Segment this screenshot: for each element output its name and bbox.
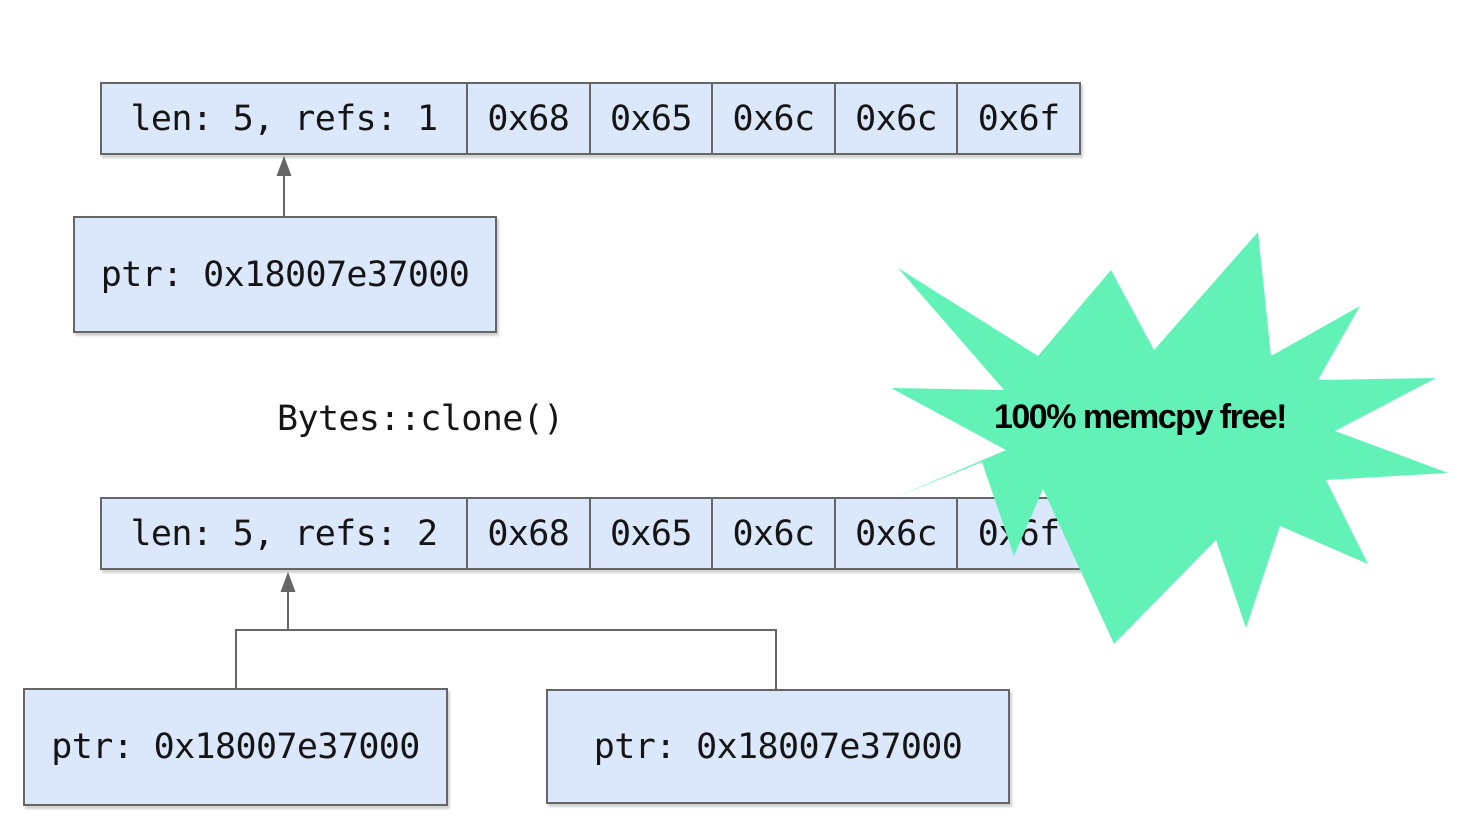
byte-cell: 0x68 xyxy=(466,84,589,153)
row-header-cell: len: 5, refs: 2 xyxy=(130,513,438,554)
byte-cell: 0x6c xyxy=(833,84,957,153)
burst-label: 100% memcpy free! xyxy=(993,398,1288,436)
operation-label: Bytes::clone() xyxy=(277,399,564,439)
clone-tree-connector xyxy=(235,572,777,689)
ptr-label: ptr: 0x18007e37000 xyxy=(51,727,420,767)
ptr-box-after-right: ptr: 0x18007e37000 xyxy=(546,689,1010,804)
byte-cell: 0x6c xyxy=(711,84,834,153)
memory-row-after: len: 5, refs: 2 0x68 0x65 0x6c 0x6c 0x6f xyxy=(100,497,1081,570)
ptr-box-before: ptr: 0x18007e37000 xyxy=(73,216,497,333)
memcpy-free-burst: 100% memcpy free! xyxy=(888,228,1450,648)
row-header-cell: len: 5, refs: 1 xyxy=(130,98,438,139)
ptr-label: ptr: 0x18007e37000 xyxy=(593,726,963,767)
byte-cell: 0x65 xyxy=(588,499,712,568)
byte-cell: 0x6c xyxy=(711,499,834,568)
up-arrow-before xyxy=(276,156,292,216)
ptr-box-after-left: ptr: 0x18007e37000 xyxy=(23,688,448,806)
starburst-shape-icon xyxy=(891,232,1448,644)
byte-cell: 0x6c xyxy=(833,499,957,568)
memory-row-before: len: 5, refs: 1 0x68 0x65 0x6c 0x6c 0x6f xyxy=(100,82,1081,155)
ptr-label: ptr: 0x18007e37000 xyxy=(100,254,470,295)
byte-cell: 0x6f xyxy=(956,84,1079,153)
byte-cell: 0x65 xyxy=(588,84,712,153)
byte-cell: 0x68 xyxy=(466,499,589,568)
